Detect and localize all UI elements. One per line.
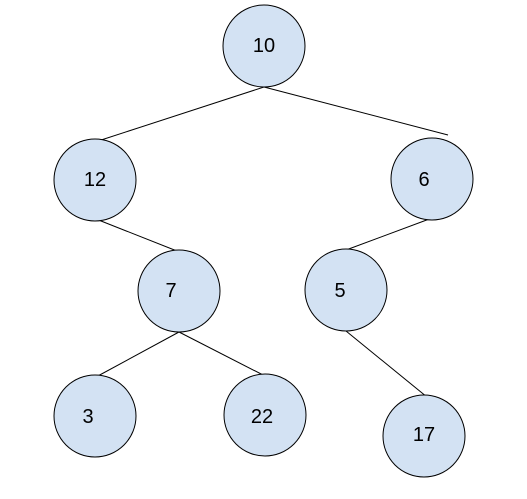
tree-node-12: 12 [53,138,137,222]
tree-edges [94,86,449,398]
node-label: 5 [334,280,345,302]
node-circle [222,4,306,88]
node-label: 10 [253,35,275,57]
node-label: 6 [418,169,429,191]
node-label: 7 [165,280,176,302]
node-circle [390,137,474,221]
tree-node-3: 3 [53,374,137,458]
edge-6-5 [345,217,433,251]
node-label: 17 [413,424,435,446]
node-circle [137,249,221,333]
tree-node-22: 22 [223,373,307,457]
tree-node-17: 17 [382,394,466,478]
tree-node-10: 10 [222,4,306,88]
node-circle [304,248,388,332]
tree-node-6: 6 [390,137,474,221]
edge-10-12 [94,86,265,143]
node-circle [223,373,307,457]
node-label: 12 [84,169,106,191]
node-circle [382,394,466,478]
node-label: 3 [82,406,93,428]
edge-7-22 [178,331,266,377]
node-label: 22 [251,406,273,428]
node-circle [53,374,137,458]
edge-12-7 [95,218,183,254]
edge-10-6 [263,86,449,136]
tree-node-7: 7 [137,249,221,333]
tree-node-5: 5 [304,248,388,332]
edge-7-3 [95,331,180,378]
edge-5-17 [345,330,428,398]
node-circle [53,138,137,222]
